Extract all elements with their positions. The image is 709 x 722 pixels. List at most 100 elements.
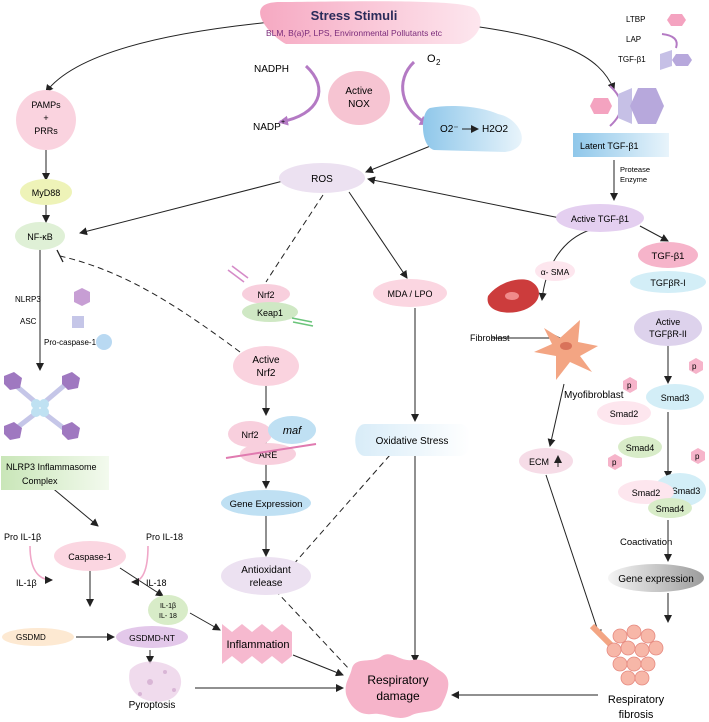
stress-stimuli-title: Stress Stimuli <box>311 8 398 23</box>
latent-tgf-complex-icon <box>590 85 664 127</box>
smad4-label: Smad4 <box>626 443 655 453</box>
asma-node: α- SMA <box>535 261 575 281</box>
nrf2-label: Nrf2 <box>257 290 274 300</box>
nfkb-label: NF-κB <box>27 232 53 242</box>
smad3-node: Smad3 p <box>646 358 704 410</box>
gene-expression-center-label: Gene Expression <box>230 499 303 510</box>
coactivation-label: Coactivation <box>620 537 672 548</box>
respiratory-fibrosis-label-1: Respiratory <box>608 694 665 706</box>
p-label-3: p <box>612 458 617 467</box>
gene-expression-right-node: Gene expression <box>608 564 704 592</box>
lap-arc-icon <box>661 33 678 49</box>
keap1-label: Keap1 <box>257 308 283 318</box>
myd88-node: MyD88 <box>20 179 72 205</box>
inflammasome-icon <box>4 372 80 440</box>
il18-label: IL-18 <box>146 578 167 588</box>
inflammasome-label-2: Complex <box>22 476 58 486</box>
prrs-label: PRRs <box>34 126 58 136</box>
o2-arrow <box>401 60 430 126</box>
nlrp3-hexagon-icon <box>74 288 90 306</box>
inflammation-label: Inflammation <box>227 639 290 651</box>
superoxide-label: O2⁻ <box>440 124 459 135</box>
active-nrf2-node: Active Nrf2 <box>233 346 299 386</box>
mda-lpo-node: MDA / LPO <box>373 279 447 307</box>
o2-sub: 2 <box>436 58 441 67</box>
ecm-label: ECM <box>529 457 549 467</box>
fibroblast-label: Fibroblast <box>470 333 510 343</box>
legend-lap: LAP <box>626 35 641 44</box>
nox-label-2: NOX <box>348 99 370 110</box>
inhibition-connectors <box>59 194 391 671</box>
antioxidant-node: Antioxidant release <box>221 557 311 595</box>
nfkb-node: NF-κB <box>15 222 65 250</box>
inflammation-node: Inflammation <box>222 624 292 664</box>
smad2b-label: Smad2 <box>632 488 661 498</box>
latent-tgf-label: Latent TGF-β1 <box>580 141 639 151</box>
tgfbr2-node: Active TGFβR-II <box>634 310 702 346</box>
antioxidant-label-1: Antioxidant <box>241 565 291 576</box>
smad3b-label: Smad3 <box>672 486 701 496</box>
pro-il1b-label: Pro IL-1β <box>4 532 41 542</box>
stress-stimuli-subtitle: BLM, B(a)P, LPS, Environmental Pollutant… <box>266 28 443 38</box>
tgfb1-node: TGF-β1 <box>638 242 698 268</box>
tgf-hexagon-icon <box>660 50 672 70</box>
protease-label-2: Enzyme <box>620 175 647 184</box>
active-tgf-label: Active TGF-β1 <box>571 214 629 224</box>
protease-label-1: Protease <box>620 165 650 174</box>
connectors <box>36 21 672 699</box>
pamps-node: PAMPs + PRRs <box>16 90 76 150</box>
gsdmd-nt-node: GSDMD-NT <box>116 626 188 648</box>
tgfbr2-label-1: Active <box>656 317 681 327</box>
ltbp-hexagon-icon <box>667 14 686 26</box>
active-nrf2-label-2: Nrf2 <box>257 368 276 379</box>
smad4b-label: Smad4 <box>656 504 685 514</box>
caspase-node: Caspase-1 <box>54 541 126 571</box>
active-nrf2-label-1: Active <box>252 355 280 366</box>
nadp-sup: + <box>281 119 285 126</box>
asma-label: α- SMA <box>541 267 570 277</box>
oxidative-stress-node: Oxidative Stress <box>355 424 471 456</box>
tgfbr1-label: TGFβR-I <box>650 278 685 288</box>
myofibroblast-icon <box>534 320 598 380</box>
procasp-label: Pro-caspase-1 <box>44 338 97 347</box>
caspase-label: Caspase-1 <box>68 552 112 562</box>
gene-expression-center-node: Gene Expression <box>221 490 311 516</box>
gsdmd-label: GSDMD <box>16 633 46 642</box>
respiratory-damage-label-1: Respiratory <box>367 673 428 687</box>
legend-tgf: TGF-β1 <box>618 55 646 64</box>
ecm-node: ECM <box>519 448 573 474</box>
inflammasome-label-1: NLRP3 Inflammasome <box>6 462 97 472</box>
asc-label: ASC <box>20 317 37 326</box>
smad2-node: Smad2 p <box>597 377 651 425</box>
active-tgf-node: Active TGF-β1 <box>556 204 644 232</box>
pro-il18-label: Pro IL-18 <box>146 532 183 542</box>
superoxide-node: O2⁻ H2O2 <box>422 106 522 152</box>
stress-stimuli-node: Stress Stimuli BLM, B(a)P, LPS, Environm… <box>260 1 481 44</box>
nrf2-maf-are-node: Nrf2 maf ARE <box>225 416 317 465</box>
h2o2-label: H2O2 <box>482 124 509 135</box>
pyroptosis-icon <box>129 661 182 702</box>
tgfb1-label: TGF-β1 <box>652 251 685 262</box>
o2-label: O <box>427 53 436 65</box>
p-label-1: p <box>692 362 697 371</box>
nox-node: Active NOX <box>328 71 390 125</box>
nadph-label: NADPH <box>254 64 289 75</box>
pyroptosis-label: Pyroptosis <box>129 700 176 711</box>
smad2-label: Smad2 <box>610 409 639 419</box>
il-mix-node: IL-1β IL- 18 <box>148 595 188 625</box>
procasp-icon <box>96 334 112 350</box>
nlrp3-label: NLRP3 <box>15 295 41 304</box>
gsdmd-node: GSDMD <box>2 628 74 646</box>
p-label-2: p <box>627 381 632 390</box>
latent-tgf-node: Latent TGF-β1 <box>573 133 669 157</box>
nox-label-1: Active <box>345 86 373 97</box>
ros-label: ROS <box>311 174 333 185</box>
inflammasome-node: NLRP3 Inflammasome Complex <box>1 456 109 490</box>
oxidative-stress-label: Oxidative Stress <box>376 436 449 447</box>
respiratory-fibrosis-icon <box>589 623 664 686</box>
gene-expression-right-label: Gene expression <box>618 574 694 585</box>
il-mix-label-2: IL- 18 <box>159 613 177 620</box>
respiratory-fibrosis-label-2: fibrosis <box>619 709 654 721</box>
asc-square-icon <box>72 316 84 328</box>
